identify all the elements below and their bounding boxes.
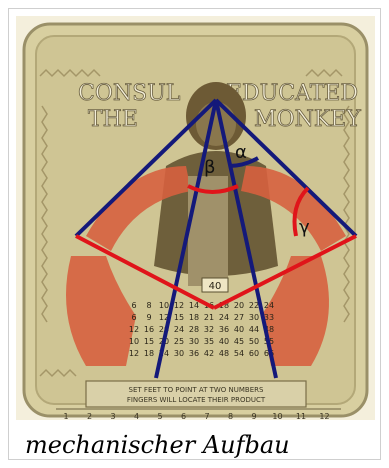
grid-number: 24 bbox=[219, 313, 229, 322]
grid-number: 48 bbox=[219, 349, 229, 358]
scale-number: 12 bbox=[319, 412, 329, 420]
grid-number: 20 bbox=[234, 301, 244, 310]
grid-number: 40 bbox=[219, 337, 229, 346]
scale-number: 2 bbox=[87, 412, 92, 420]
scale-number: 1 bbox=[63, 412, 68, 420]
grid-number: 24 bbox=[264, 301, 274, 310]
grid-number: 24 bbox=[174, 325, 184, 334]
tin-title-consul: CONSUL bbox=[78, 81, 181, 106]
grid-number: 30 bbox=[249, 313, 259, 322]
grid-number: 27 bbox=[234, 313, 244, 322]
grid-number: 14 bbox=[189, 301, 199, 310]
grid-number: 8 bbox=[146, 301, 151, 310]
scale-number: 6 bbox=[181, 412, 186, 420]
scale-number: 8 bbox=[228, 412, 233, 420]
grid-number: 12 bbox=[129, 325, 139, 334]
grid-number: 42 bbox=[204, 349, 214, 358]
tin-title-monkey: MONKEY bbox=[254, 107, 361, 132]
grid-number: 10 bbox=[159, 301, 169, 310]
scale-number: 3 bbox=[110, 412, 115, 420]
grid-number: 15 bbox=[174, 313, 184, 322]
grid-number: 32 bbox=[204, 325, 214, 334]
instruction-line-1: SET FEET TO POINT AT TWO NUMBERS bbox=[129, 386, 264, 394]
grid-number: 36 bbox=[219, 325, 229, 334]
grid-number: 36 bbox=[189, 349, 199, 358]
scale-number: 4 bbox=[134, 412, 139, 420]
grid-number: 12 bbox=[129, 349, 139, 358]
grid-number: 15 bbox=[144, 337, 154, 346]
instruction-line-2: FINGERS WILL LOCATE THEIR PRODUCT bbox=[127, 396, 266, 404]
grid-number: 30 bbox=[174, 349, 184, 358]
scale-number: 7 bbox=[204, 412, 209, 420]
scale-number: 10 bbox=[272, 412, 282, 420]
alpha-label: α bbox=[235, 142, 247, 163]
grid-number: 18 bbox=[144, 349, 154, 358]
figure-caption: mechanischer Aufbau bbox=[25, 431, 290, 459]
beta-label: β bbox=[204, 157, 216, 178]
grid-number: 60 bbox=[249, 349, 259, 358]
annotated-monkey-photo: CONSUL EDUCATED THE MONKEY 40 6810121416… bbox=[16, 16, 375, 420]
grid-number: 6 bbox=[131, 313, 136, 322]
grid-number: 28 bbox=[189, 325, 199, 334]
grid-number: 16 bbox=[144, 325, 154, 334]
grid-number: 21 bbox=[204, 313, 214, 322]
grid-number: 22 bbox=[249, 301, 259, 310]
grid-number: 54 bbox=[234, 349, 244, 358]
grid-number: 9 bbox=[146, 313, 151, 322]
grid-number: 50 bbox=[249, 337, 259, 346]
scale-number: 5 bbox=[157, 412, 162, 420]
grid-number: 45 bbox=[234, 337, 244, 346]
center-value: 40 bbox=[209, 281, 222, 292]
grid-number: 30 bbox=[189, 337, 199, 346]
scale-number: 11 bbox=[296, 412, 306, 420]
grid-number: 10 bbox=[129, 337, 139, 346]
grid-number: 12 bbox=[174, 301, 184, 310]
grid-number: 6 bbox=[131, 301, 136, 310]
grid-number: 40 bbox=[234, 325, 244, 334]
grid-number: 44 bbox=[249, 325, 259, 334]
tin-title-the: THE bbox=[88, 107, 138, 132]
scale-number: 9 bbox=[251, 412, 256, 420]
grid-number: 25 bbox=[174, 337, 184, 346]
figure-frame: CONSUL EDUCATED THE MONKEY 40 6810121416… bbox=[8, 8, 381, 460]
grid-number: 18 bbox=[189, 313, 199, 322]
grid-number: 35 bbox=[204, 337, 214, 346]
gamma-label: γ bbox=[299, 217, 310, 238]
tin-title-educated: EDUCATED bbox=[226, 81, 358, 106]
